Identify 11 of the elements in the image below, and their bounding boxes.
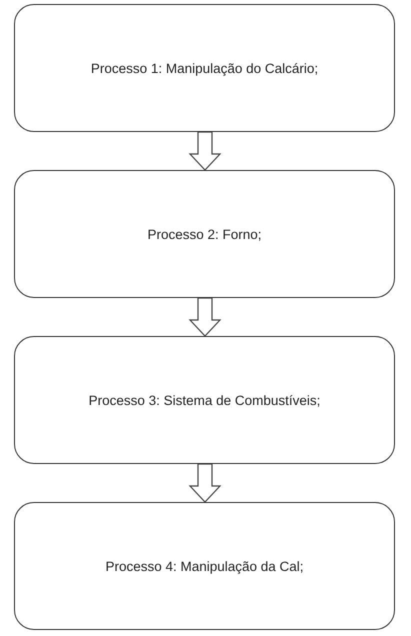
process-label: Processo 3: Sistema de Combustíveis; [88, 392, 322, 408]
block-arrow [188, 131, 222, 171]
process-box [14, 170, 395, 298]
process-box [14, 4, 395, 132]
process-box [14, 336, 395, 464]
block-arrow [188, 297, 222, 337]
process-label: Processo 4: Manipulação da Cal; [104, 558, 305, 574]
process-label: Processo 2: Forno; [146, 226, 263, 242]
process-label: Processo 1: Manipulação do Calcário; [90, 60, 320, 76]
block-arrow [188, 463, 222, 503]
process-box [14, 502, 395, 630]
